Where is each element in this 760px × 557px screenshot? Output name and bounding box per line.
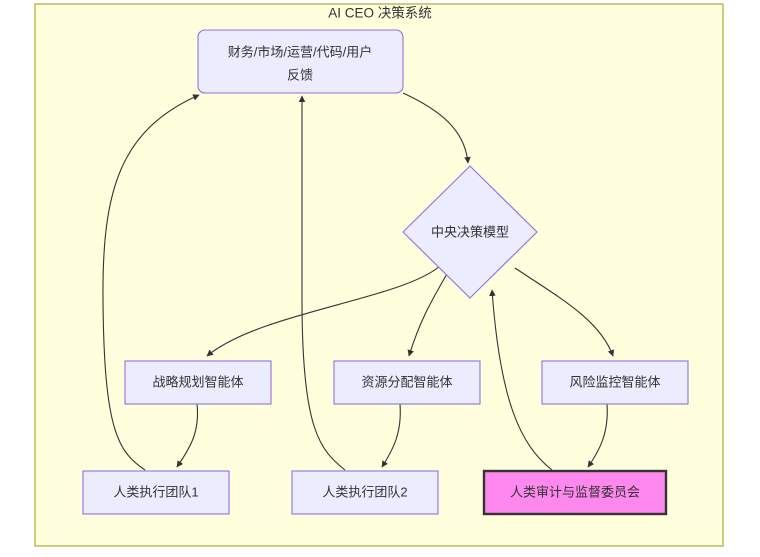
node-audit-committee[interactable]: 人类审计与监督委员会 xyxy=(482,469,668,516)
node-resource-agent-label: 资源分配智能体 xyxy=(361,374,452,389)
subgraph-container xyxy=(34,3,724,547)
edge-resource-agent-to-human-team-2 xyxy=(381,403,401,468)
subgraph-title: AI CEO 决策系统 xyxy=(328,5,432,21)
edge-human-team-2-to-data-sources xyxy=(298,95,346,471)
node-data-sources-label-line2: 反馈 xyxy=(287,67,313,82)
node-risk-agent[interactable]: 风险监控智能体 xyxy=(541,360,689,405)
node-data-sources-label-line1: 财务/市场/运营/代码/用户 xyxy=(228,44,372,59)
edge-strategy-agent-to-human-team-1 xyxy=(176,403,199,468)
node-strategy-agent[interactable]: 战略规划智能体 xyxy=(124,360,272,405)
edge-central-model-to-resource-agent xyxy=(407,271,449,357)
edge-data-sources-to-central-model xyxy=(402,92,471,164)
edge-central-model-to-strategy-agent xyxy=(206,265,441,357)
node-risk-agent-label: 风险监控智能体 xyxy=(569,374,660,389)
node-resource-agent[interactable]: 资源分配智能体 xyxy=(333,360,481,405)
node-human-team-1[interactable]: 人类执行团队1 xyxy=(82,470,230,515)
node-human-team-2[interactable]: 人类执行团队2 xyxy=(291,470,439,515)
node-audit-committee-label: 人类审计与监督委员会 xyxy=(510,484,640,499)
node-central-model[interactable]: 中央决策模型 xyxy=(402,165,538,299)
node-human-team-1-label: 人类执行团队1 xyxy=(113,484,198,499)
edge-human-team-1-to-data-sources xyxy=(102,94,200,471)
node-central-model-label: 中央决策模型 xyxy=(431,224,509,239)
node-human-team-2-label: 人类执行团队2 xyxy=(322,484,407,499)
edge-audit-committee-to-central-model xyxy=(489,289,553,471)
edge-central-model-to-risk-agent xyxy=(514,267,615,357)
edge-risk-agent-to-audit-committee xyxy=(587,403,608,468)
node-strategy-agent-label: 战略规划智能体 xyxy=(152,374,243,389)
node-data-sources[interactable]: 财务/市场/运营/代码/用户 反馈 xyxy=(197,29,404,94)
